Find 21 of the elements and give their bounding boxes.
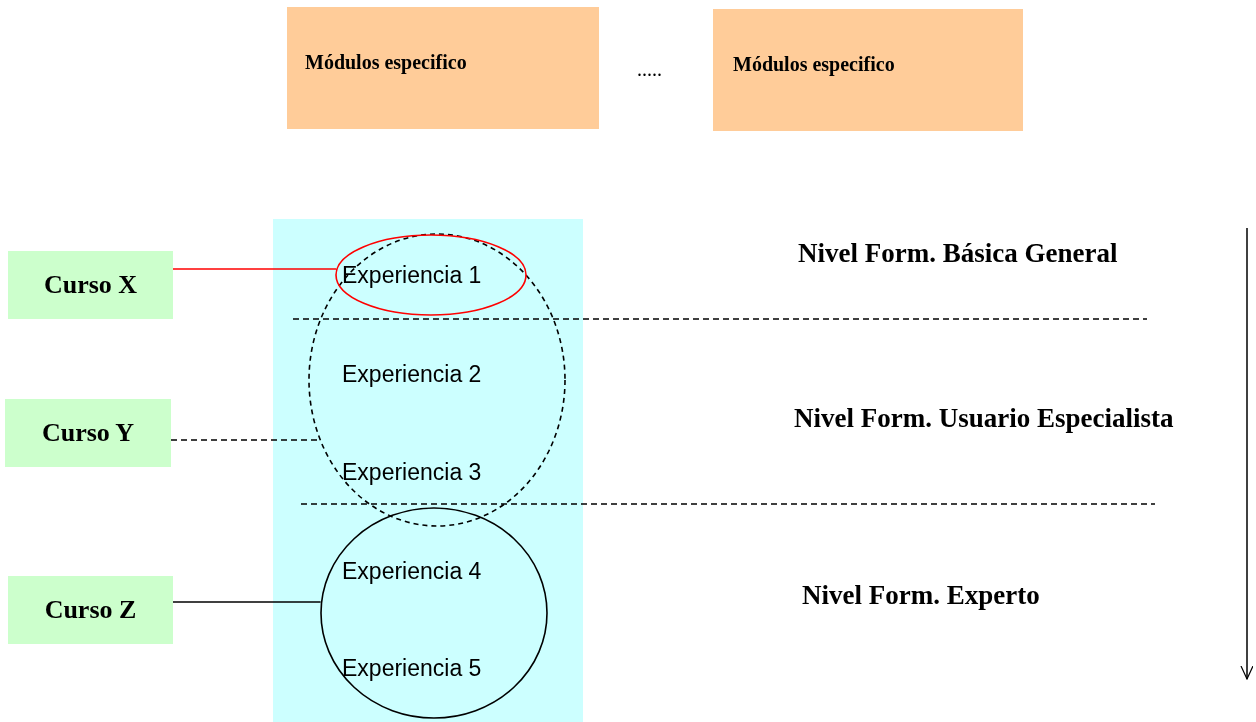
connector-line xyxy=(172,268,337,270)
experience-label: Experiencia 5 xyxy=(342,655,482,682)
experience-label: Experiencia 1 xyxy=(342,262,482,289)
ellipse-outline xyxy=(308,233,566,527)
module-box: Módulos especifico xyxy=(287,7,599,129)
module-box: Módulos especifico xyxy=(713,9,1023,131)
level-label: Nivel Form. Usuario Especialista xyxy=(794,403,1174,434)
course-box: Curso Z xyxy=(8,576,173,644)
connector-line xyxy=(172,601,322,603)
level-label: Nivel Form. Experto xyxy=(802,580,1040,611)
ellipse-outline xyxy=(335,234,527,316)
ellipsis-text: ..... xyxy=(637,58,662,81)
ellipse-outline xyxy=(320,507,548,719)
level-label: Nivel Form. Básica General xyxy=(798,238,1118,269)
experience-label: Experiencia 3 xyxy=(342,459,482,486)
connector-line xyxy=(170,439,320,441)
experience-label: Experiencia 4 xyxy=(342,558,482,585)
experience-band xyxy=(273,219,583,722)
course-box: Curso X xyxy=(8,251,173,319)
course-box: Curso Y xyxy=(5,399,171,467)
experience-label: Experiencia 2 xyxy=(342,361,482,388)
